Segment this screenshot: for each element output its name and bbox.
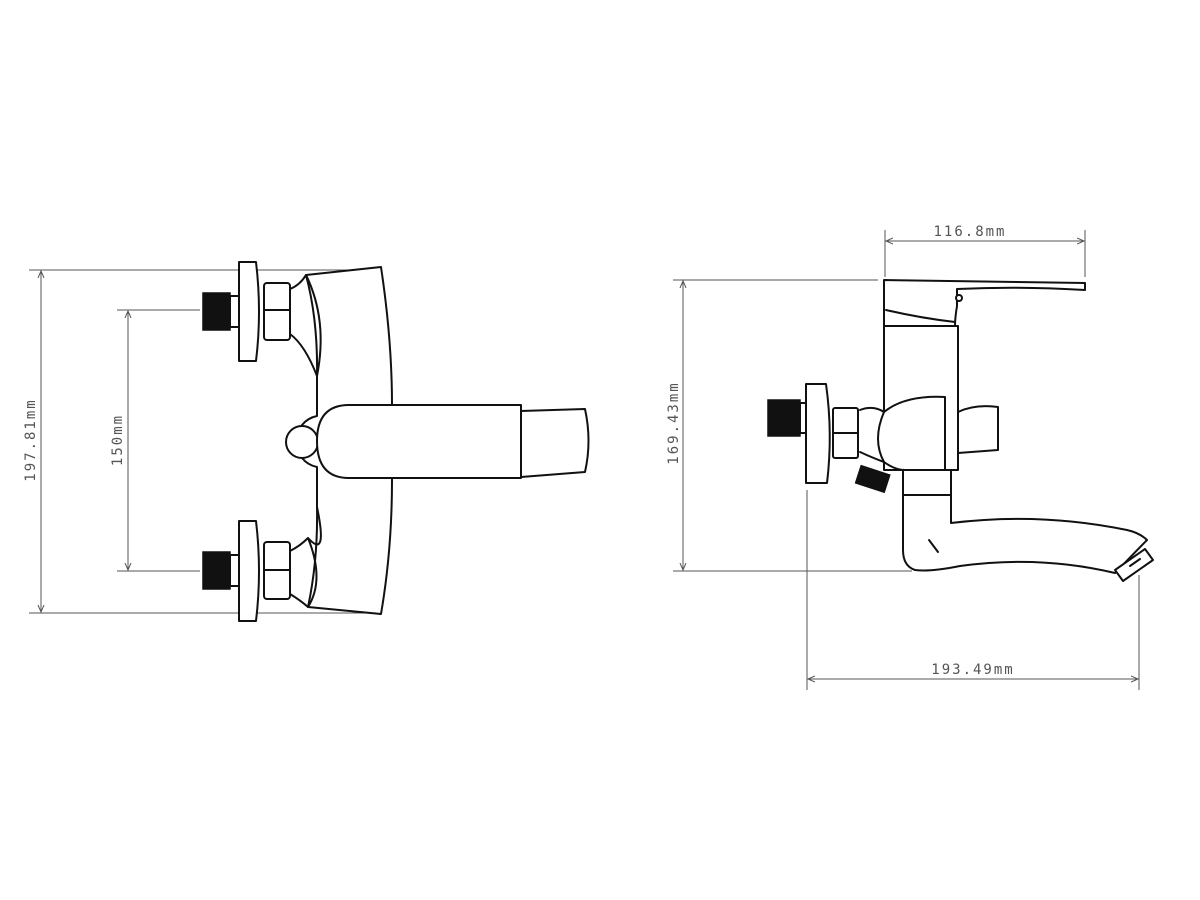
top-inlet — [202, 261, 291, 362]
dimension-height: 169.43mm — [666, 279, 912, 572]
wall-flange — [805, 383, 831, 484]
spout-side — [902, 469, 1148, 574]
thread-icon — [767, 399, 801, 437]
thread-icon — [202, 292, 231, 331]
lever-length-label: 116.8mm — [933, 224, 1006, 240]
height-label: 169.43mm — [666, 381, 682, 464]
valve-bulge — [877, 395, 946, 471]
dimension-inlet-spacing: 150mm — [110, 309, 200, 572]
lower-thread-fitting — [854, 464, 891, 494]
projection-label: 193.49mm — [931, 662, 1014, 678]
diverter-knob-side — [957, 405, 999, 454]
dimension-lever-length: 116.8mm — [884, 224, 1086, 277]
thread-icon — [202, 551, 231, 590]
inlet-spacing-label: 150mm — [110, 414, 126, 466]
aerator-cap — [520, 408, 590, 478]
spout-front — [316, 404, 522, 479]
overall-height-label: 197.81mm — [23, 398, 39, 481]
bottom-inlet — [202, 520, 291, 622]
handle-lever — [883, 279, 1086, 327]
aerator-side — [1114, 548, 1154, 582]
diverter-knob — [285, 425, 319, 459]
side-view: 116.8mm 169.43mm 193.49mm — [666, 224, 1154, 690]
front-view: 197.81mm 150mm — [23, 261, 590, 622]
dimension-overall-height: 197.81mm — [23, 269, 380, 614]
dimension-projection: 193.49mm — [806, 490, 1140, 690]
